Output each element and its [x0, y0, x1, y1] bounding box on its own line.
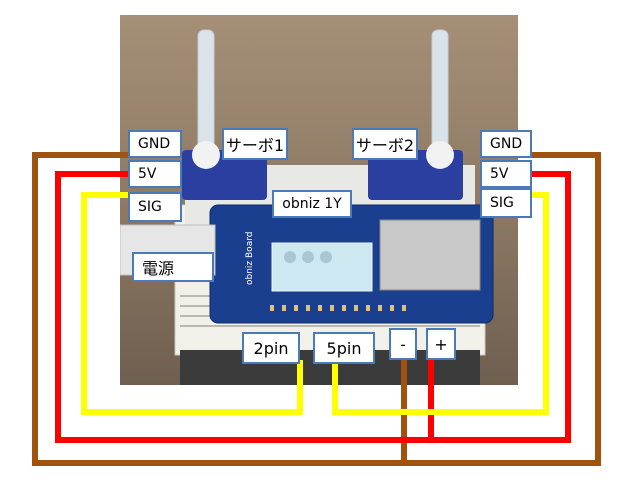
left-sig-label: SIG — [128, 192, 182, 222]
hardware-photo: obniz Board — [120, 15, 518, 385]
right-5v-label: 5V — [480, 160, 532, 188]
servo1-label: サーボ1 — [222, 128, 288, 160]
minus-label: - — [389, 328, 417, 360]
plus-label: + — [426, 328, 456, 360]
obniz-lcd — [271, 242, 373, 292]
pin2-label: 2pin — [242, 332, 300, 364]
servo2-label: サーボ2 — [352, 128, 418, 160]
sig-wire-right — [332, 192, 549, 415]
lcd-dot — [320, 251, 332, 263]
obniz-label: obniz 1Y — [272, 190, 352, 218]
power-label: 電源 — [132, 252, 214, 282]
lcd-dot — [284, 251, 296, 263]
wifi-module — [379, 219, 481, 291]
sig-wire-left — [81, 192, 303, 415]
hardware-illustration: obniz Board — [120, 15, 518, 385]
left-gnd-label: GND — [128, 130, 182, 158]
servo1-horn — [192, 141, 220, 169]
servo2-horn — [426, 141, 454, 169]
vcc-wire — [55, 171, 571, 443]
right-sig-label: SIG — [480, 188, 532, 218]
gnd-wire — [32, 152, 601, 466]
pin5-label: 5pin — [313, 332, 375, 364]
lcd-dot — [302, 251, 314, 263]
right-gnd-label: GND — [480, 130, 532, 158]
pin-header — [270, 305, 406, 311]
left-5v-label: 5V — [128, 160, 182, 188]
board-side-text: obniz Board — [245, 232, 255, 285]
